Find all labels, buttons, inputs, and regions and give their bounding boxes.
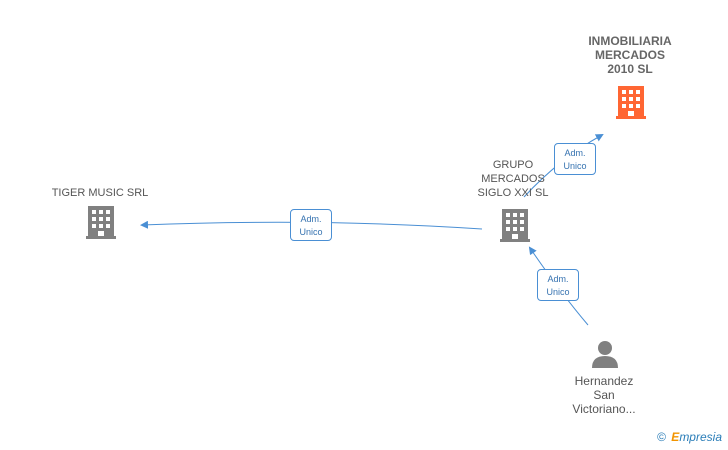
node-label-grupo: GRUPO MERCADOS SIGLO XXI SL [477,159,549,199]
edge-label-grupo-inmobiliaria[interactable]: Adm. Unico [554,143,596,175]
empresia-logo[interactable]: © Empresia [657,430,722,444]
brand-name: mpresia [679,430,722,444]
node-label-tiger: TIGER MUSIC SRL [51,187,149,199]
node-label-inmobiliaria: INMOBILIARIA MERCADOS 2010 SL [588,34,672,76]
brand-initial: E [671,430,680,444]
building-icon[interactable] [84,204,118,240]
person-icon[interactable] [589,338,621,370]
copyright-symbol: © [657,430,666,444]
building-icon[interactable] [498,207,532,243]
edge-label-hernandez-grupo[interactable]: Adm. Unico [537,269,579,301]
edge-label-grupo-tiger[interactable]: Adm. Unico [290,209,332,241]
node-label-hernandez: Hernandez San Victoriano... [572,374,636,416]
building-icon[interactable] [614,84,648,120]
